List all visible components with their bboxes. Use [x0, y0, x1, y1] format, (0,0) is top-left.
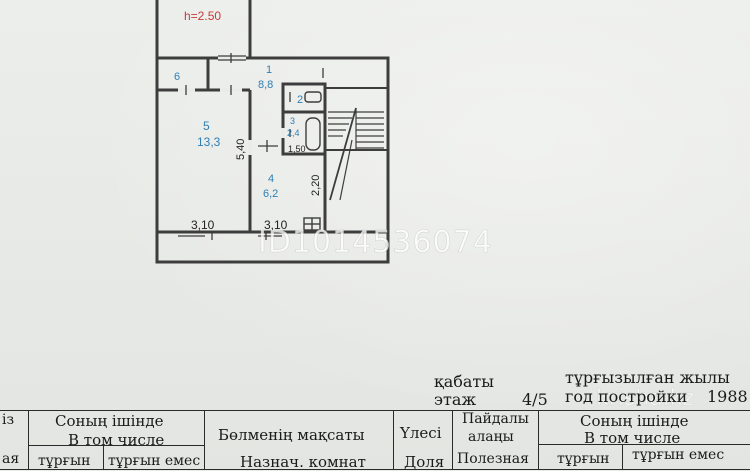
ceiling-height-label: h=2.50: [184, 9, 221, 23]
dimension-3-10-right: 3,10: [264, 218, 288, 232]
incl-kz-2: Соның ішінде: [580, 412, 689, 430]
share-header: Үлесі: [400, 424, 442, 442]
room-6-number: 6: [174, 71, 180, 83]
col-a-top: із: [2, 412, 15, 428]
purpose-sub: Назнач. комнат: [240, 453, 366, 471]
living-2: тұрғын: [557, 451, 610, 467]
usable-kz: Пайдалы: [462, 411, 529, 427]
year-value: 1988: [707, 387, 748, 406]
room-5-number: 5: [203, 119, 210, 133]
dimension-2-20: 2,20: [310, 175, 322, 196]
usable-kz2: алаңы: [468, 429, 514, 445]
room-4-number: 4: [268, 173, 274, 185]
room-3-number: 3: [290, 116, 295, 126]
incl-ru-2: В том числе: [584, 429, 681, 447]
nonliving-2: тұрғын емес: [632, 447, 725, 463]
dimension-3-10-left: 3,10: [191, 218, 215, 232]
floor-label-ru: этаж: [434, 390, 477, 409]
living-1: тұрғын: [38, 453, 91, 469]
nonliving-1: тұрғын емес: [108, 453, 201, 469]
year-label-kz: тұрғызылған жылы: [565, 368, 730, 387]
dimension-1-50: 1,50: [288, 144, 306, 154]
room-2-number: 2: [297, 94, 303, 106]
col-a-bottom: ая: [2, 451, 20, 467]
room-5-area: 13,3: [197, 135, 221, 149]
room-1-area: 8,8: [258, 79, 273, 91]
floor-label-kz: қабаты: [434, 372, 494, 391]
room-4-area: 6,2: [263, 188, 278, 200]
watermark-site: krisha.kz: [596, 386, 694, 411]
floor-value: 4/5: [522, 390, 548, 409]
watermark-id: ID1014536074: [258, 225, 493, 260]
share-sub: Доля: [404, 453, 445, 471]
incl-ru-1: В том числе: [68, 431, 165, 449]
usable-ru: Полезная: [457, 451, 529, 467]
staircase: [328, 107, 384, 201]
dimension-5-40: 5,40: [235, 139, 247, 160]
year-label-ru: год постройки: [565, 387, 688, 406]
incl-kz-1: Соның ішінде: [55, 412, 164, 430]
purpose-header: Бөлменің мақсаты: [218, 426, 365, 444]
area-table: із ая Соның ішінде В том числе тұрғын тұ…: [0, 410, 750, 471]
room-1-number: 1: [266, 64, 272, 76]
room-3-area: 2,4: [287, 128, 300, 138]
